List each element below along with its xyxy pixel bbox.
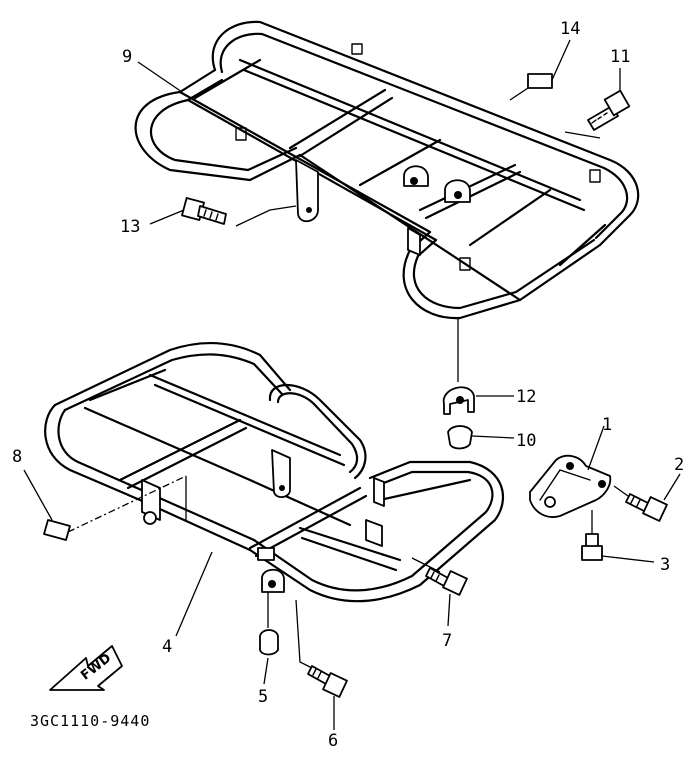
collar-5 [259, 629, 279, 656]
collar-10 [447, 425, 473, 450]
clamp-12 [442, 386, 475, 415]
bolt-3 [581, 533, 603, 561]
callout-8: 8 [12, 447, 22, 467]
callout-2: 2 [674, 455, 684, 475]
callout-14: 14 [560, 19, 580, 39]
bolt-7 [425, 567, 468, 596]
callout-11: 11 [610, 47, 630, 67]
diagram-part-code: 3GC1110-9440 [30, 712, 150, 730]
callout-5: 5 [258, 687, 268, 707]
label-sticker-14 [509, 39, 571, 101]
callout-3: 3 [660, 555, 670, 575]
callout-12: 12 [516, 387, 536, 407]
fwd-arrow: FWD [49, 645, 123, 691]
callout-6: 6 [328, 731, 338, 751]
callout-10: 10 [516, 431, 536, 451]
callout-13: 13 [120, 217, 140, 237]
rear-carrier-9 [134, 20, 640, 320]
callout-4: 4 [162, 637, 172, 657]
bolt-6 [307, 665, 348, 698]
callout-7: 7 [442, 631, 452, 651]
label-sticker-8 [23, 469, 187, 541]
bolt-13 [181, 197, 227, 225]
callout-1: 1 [602, 415, 612, 435]
callout-9: 9 [122, 47, 132, 67]
bracket-1 [529, 454, 612, 518]
bolt-11 [587, 89, 631, 131]
bolt-2 [625, 493, 668, 522]
front-carrier-4 [44, 342, 504, 603]
